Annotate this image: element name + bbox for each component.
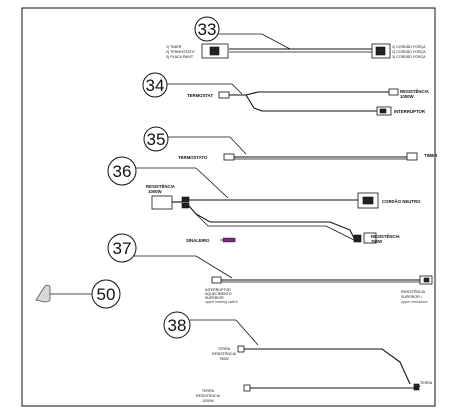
label-34-resistencia-1: RESISTÊNCIA — [400, 89, 429, 94]
callout-50-bubble — [91, 279, 121, 309]
part-50: 50 — [35, 279, 121, 309]
label-38-terra750-2: RESISTÊNCIA — [212, 351, 237, 356]
harness-37: SINALEIRO 37 INTERRUPTOR AQUECIMENTO SUP… — [107, 233, 433, 304]
label-37-resistencia-2: SUPERIOR / — [401, 295, 422, 299]
wire-36-750 — [188, 205, 355, 239]
callout-34-bubble — [142, 72, 168, 98]
label-37-sinaleiro: SINALEIRO — [186, 238, 210, 243]
leader-34 — [162, 83, 243, 95]
label-33-left-3: 3) PLACA PAINT — [166, 55, 194, 59]
label-37-interruptor-4: upper heating switch — [205, 300, 238, 304]
label-38-terra1000-1: TERRA — [202, 389, 215, 393]
harness-33: 33 1) TIMER 2) TERMOSTATO 3) PLACA PAINT… — [166, 16, 426, 59]
leader-36 — [134, 167, 229, 199]
callout-35-bubble — [143, 126, 169, 152]
wire-36-750b — [195, 213, 355, 241]
label-37-interruptor-3: SUPERIOR — [205, 296, 224, 300]
connector-36-750-a — [353, 234, 362, 243]
leader-37 — [134, 255, 233, 279]
label-34-interruptor: INTERRUPTOR — [394, 109, 426, 114]
wire-34-main — [229, 91, 389, 96]
label-37-interruptor-2: AQUECIMENTO — [205, 292, 232, 296]
label-37-interruptor-1: INTERRUPTOR — [205, 288, 231, 292]
callout-34-number: 34 — [146, 76, 165, 95]
callout-37-number: 37 — [113, 239, 132, 258]
callout-50-number: 50 — [97, 285, 116, 304]
label-33-right-2: 2) CORDÃO FORÇA — [392, 49, 426, 54]
label-36-resistencia-1: RESISTÊNCIA — [146, 184, 175, 189]
connector-37-resistencia-inner — [423, 277, 430, 283]
label-38-terra1000-2: RESISTÊNCIA — [196, 393, 221, 398]
wire-38-main — [244, 348, 411, 385]
label-37-resistencia-3: upper resistance — [401, 300, 428, 304]
label-34-termostat: TERMOSTAT — [187, 93, 213, 98]
callout-35-number: 35 — [147, 130, 166, 149]
label-38-terra750-3: 750W — [219, 357, 229, 361]
harness-35: 35 TERMOSTATO TIMER — [143, 126, 438, 161]
connector-36-pair-2 — [181, 202, 190, 209]
connector-36-pair-1 — [181, 196, 190, 203]
connector-38-terra1000 — [243, 384, 251, 392]
sinaleiro-lamp — [222, 237, 236, 243]
label-38-terra: TERRA — [420, 381, 433, 385]
connector-38-terra750 — [237, 345, 245, 353]
label-35-termostato: TERMOSTATO — [178, 155, 208, 160]
label-33-left-2: 2) TERMOSTATO — [166, 50, 195, 54]
connector-35-timer — [406, 152, 418, 161]
callout-36-number: 36 — [113, 162, 132, 181]
callout-33-number: 33 — [198, 20, 217, 39]
harness-36: 36 RESISTÊNCIA 1000W CORDÃO NEUTRO RESIS… — [107, 156, 421, 244]
label-33-right-1: 1) CORDÃO FORÇA — [392, 44, 426, 49]
connector-34-termostat — [218, 91, 230, 99]
leader-33 — [216, 33, 291, 50]
label-36-resistencia750-1: RESISTÊNCIA — [371, 234, 400, 239]
connector-38-terra — [413, 383, 420, 391]
label-35-timer: TIMER — [424, 153, 438, 158]
callout-33-bubble — [194, 16, 220, 42]
connector-34-interruptor-inner — [379, 108, 387, 114]
label-34-resistencia-2: 1000W — [400, 94, 415, 99]
connector-33-left-inner — [209, 46, 220, 56]
label-36-cordao-neutro: CORDÃO NEUTRO — [382, 199, 421, 204]
connector-37-interruptor — [211, 276, 222, 284]
label-36-resistencia750-2: 750W — [371, 239, 383, 244]
callout-38-number: 38 — [168, 316, 187, 335]
connector-34-resistencia — [388, 88, 399, 96]
label-38-terra750-1: TERRA — [218, 347, 231, 351]
leader-35 — [164, 136, 247, 155]
connector-36-750-b — [363, 232, 377, 244]
label-33-right-3: 3) CORDÃO FORÇA — [392, 54, 426, 59]
wire-34-branch — [245, 94, 377, 112]
label-36-resistencia-2: 1000W — [148, 189, 163, 194]
connector-36-resistencia — [151, 195, 173, 210]
label-33-left-1: 1) TIMER — [166, 45, 182, 49]
callout-38-bubble — [163, 311, 191, 339]
connector-33-right-inner — [375, 46, 386, 56]
connector-36-neutro-inner — [362, 196, 374, 205]
callout-37-bubble — [107, 233, 137, 263]
harness-34: 34 TERMOSTAT RESISTÊNCIA 1000W INTERRUPT… — [142, 72, 429, 116]
label-37-resistencia-1: RESISTÊNCIA — [401, 289, 426, 294]
label-38-terra1000-3: 1000W — [202, 399, 214, 403]
harness-38: 38 TERRA RESISTÊNCIA 750W TERRA RESISTÊN… — [163, 311, 433, 403]
leader-38 — [190, 319, 259, 346]
callout-36-bubble — [107, 156, 137, 186]
connector-35-termostato — [223, 153, 235, 161]
